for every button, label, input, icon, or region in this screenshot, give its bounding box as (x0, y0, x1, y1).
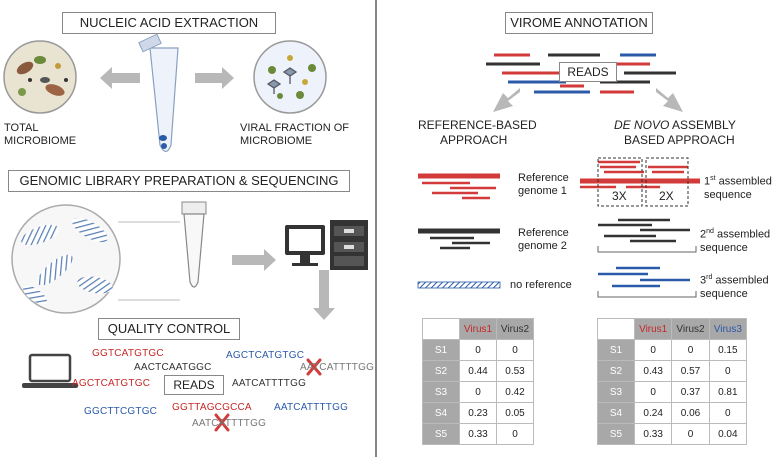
no-reference-bar (417, 281, 501, 289)
read-sequence: AATCATTTTGG (192, 418, 267, 429)
read-sequence: GGCTTCGTGC (84, 406, 158, 417)
sequencer-computer-icon (285, 220, 368, 270)
read-sequence: AATCATTTTGG (300, 362, 375, 373)
virus-column-header: Virus2 (671, 318, 710, 340)
reference-genome-1-alignment (418, 173, 500, 200)
arrow-down-to-qc (313, 270, 335, 320)
total-microbiome-dish-icon (3, 40, 77, 114)
read-sequence: AATCATTTTGG (232, 378, 307, 389)
table-header-row: Virus1 Virus2 (422, 318, 534, 340)
read-sequence: GGTTAGCGCCA (172, 402, 252, 413)
read-sequence: GGTCATGTGC (92, 348, 164, 359)
assembled-sequence-3 (597, 266, 697, 298)
reads-cluster (486, 53, 676, 94)
assembled-sequence-2-label: 2nd assembled sequence (700, 228, 771, 254)
read-sequence: AGCTCATGTGC (72, 378, 151, 389)
rejected-read-x-mark (306, 358, 322, 376)
extraction-title: NUCLEIC ACID EXTRACTION (62, 12, 276, 34)
total-microbiome-label: TOTAL MICROBIOME (4, 122, 77, 147)
coverage-3x-label: 3X (612, 189, 627, 203)
arrow-right-to-viral (195, 67, 234, 89)
arrow-to-denovo (656, 88, 683, 112)
read-sequence: AACTCAATGGC (134, 362, 212, 373)
viral-fraction-dish-icon (253, 40, 327, 114)
laptop-icon (22, 353, 78, 388)
virus-column-header: Virus3 (708, 318, 748, 340)
read-sequence: AATCATTTTGG (274, 402, 349, 413)
qc-reads-label: READS (164, 375, 224, 395)
table-header-row: Virus1 Virus2 Virus3 (597, 318, 748, 340)
assembled-sequence-3-label: 3rd assembled sequence (700, 274, 769, 300)
assembled-sequence-2 (597, 218, 697, 253)
virus-column-header: Virus1 (633, 318, 673, 340)
no-reference-label: no reference (510, 279, 572, 291)
dna-magnifier-icon (11, 204, 180, 314)
reference-based-title: REFERENCE-BASED APPROACH (418, 118, 537, 147)
viral-fraction-label: VIRAL FRACTION OF MICROBIOME (240, 122, 349, 147)
denovo-title: DE NOVO ASSEMBLY BASED APPROACH (614, 118, 736, 147)
assembled-sequence-1 (580, 157, 700, 207)
library-title: GENOMIC LIBRARY PREPARATION & SEQUENCING (8, 170, 350, 192)
rejected-read-x-mark (214, 413, 230, 432)
arrow-to-sequencer (232, 249, 276, 271)
reference-genome-2-label: Reference genome 2 (518, 227, 569, 252)
assembled-sequence-1-label: 1st assembled sequence (704, 175, 772, 201)
arrow-to-reference (493, 88, 520, 112)
read-sequence: AGCTCATGTGC (226, 350, 305, 361)
sample-tube-icon (181, 201, 207, 288)
coverage-2x-label: 2X (659, 189, 674, 203)
reference-genome-2-alignment (418, 228, 500, 250)
virus-column-header: Virus1 (459, 318, 497, 340)
virome-annotation-title: VIROME ANNOTATION (505, 12, 653, 34)
virus-column-header: Virus2 (496, 318, 534, 340)
reference-genome-1-label: Reference genome 1 (518, 172, 569, 197)
qc-title: QUALITY CONTROL (98, 318, 240, 340)
arrow-left-to-total (100, 67, 140, 89)
microtube-icon (138, 33, 179, 153)
virome-reads-label: READS (559, 62, 617, 82)
